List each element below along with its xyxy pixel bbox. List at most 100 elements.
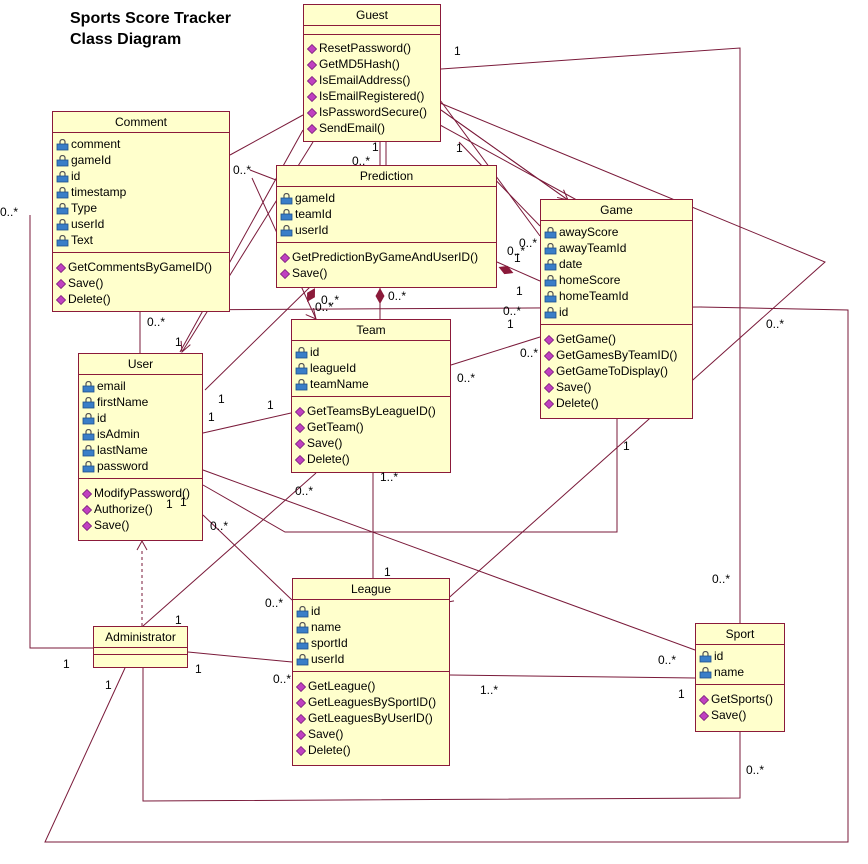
attribute-icon [699, 666, 712, 679]
composition-diamond [307, 288, 315, 302]
attribute-icon [295, 362, 308, 375]
attribute-icon [296, 637, 309, 650]
operation-row: GetLeaguesByUserID() [296, 710, 449, 726]
multiplicity-label: 1..* [480, 683, 499, 697]
multiplicity-label: 1 [180, 495, 187, 509]
operation-name: Delete() [556, 396, 599, 410]
association-line [202, 412, 292, 434]
operation-icon [82, 520, 92, 531]
operation-name: Delete() [308, 743, 351, 757]
association-line [439, 124, 596, 211]
operation-name: ResetPassword() [319, 41, 412, 55]
attribute-icon [82, 460, 95, 473]
diagram-title: Sports Score Tracker Class Diagram [70, 8, 231, 50]
operation-name: Save() [307, 436, 343, 450]
operation-name: IsEmailAddress() [319, 73, 411, 87]
operation-name: GetCommentsByGameID() [68, 260, 213, 274]
multiplicity-label: 1 [105, 678, 112, 692]
attribute-row: timestamp [56, 184, 229, 200]
operation-icon [699, 710, 709, 721]
operation-icon [544, 350, 554, 361]
operation-icon [699, 694, 709, 705]
attribute-name: timestamp [71, 185, 127, 199]
operation-name: GetTeamsByLeagueID() [307, 404, 436, 418]
operation-icon [544, 398, 554, 409]
operation-row: GetTeamsByLeagueID() [295, 403, 450, 419]
association-line [440, 47, 741, 623]
operations-section: GetSports() Save() [696, 685, 784, 727]
operation-row: Save() [544, 379, 692, 395]
operation-row: GetGameToDisplay() [544, 363, 692, 379]
operation-row: GetPredictionByGameAndUserID() [280, 249, 496, 265]
multiplicity-label: 0..* [295, 484, 314, 498]
operation-row: ResetPassword() [307, 40, 440, 56]
association-line [202, 419, 618, 533]
multiplicity-label: 0..* [0, 205, 19, 219]
attribute-name: userId [311, 652, 345, 666]
multiplicity-label: 0..* [457, 371, 476, 385]
operations-section: GetLeague()GetLeaguesBySportID()GetLeagu… [293, 672, 449, 762]
multiplicity-label: 0..* [766, 317, 785, 331]
attribute-icon [544, 290, 557, 303]
attribute-row: date [544, 256, 692, 272]
operation-icon [296, 681, 306, 692]
attribute-name: email [97, 379, 126, 393]
operation-row: Delete() [295, 451, 450, 467]
attribute-name: id [311, 604, 321, 618]
class-name: User [79, 354, 202, 375]
class-name: Prediction [277, 166, 496, 187]
operation-row: GetMD5Hash() [307, 56, 440, 72]
operation-name: GetGame() [556, 332, 617, 346]
generalization-arrowhead [136, 539, 148, 551]
multiplicity-label: 0..* [503, 304, 522, 318]
operation-row: Authorize() [82, 501, 202, 517]
attribute-icon [56, 138, 69, 151]
attribute-icon [296, 653, 309, 666]
multiplicity-label: 0..* [147, 315, 166, 329]
attribute-icon [544, 306, 557, 319]
class-name: League [293, 579, 449, 600]
multiplicity-label: 1 [623, 439, 630, 453]
multiplicity-label: 0..* [388, 289, 407, 303]
operation-name: Save() [556, 380, 592, 394]
association-line [44, 306, 849, 843]
attribute-name: userId [295, 223, 329, 237]
attribute-icon [82, 428, 95, 441]
attribute-icon [56, 218, 69, 231]
attribute-name: id [559, 305, 569, 319]
multiplicity-label: 0..* [712, 572, 731, 586]
class-administrator[interactable]: Administrator [93, 626, 188, 668]
operation-row: Delete() [56, 291, 229, 307]
operation-row: Save() [56, 275, 229, 291]
title-line-1: Sports Score Tracker [70, 10, 231, 27]
operation-icon [307, 91, 317, 102]
multiplicity-label: 0..* [520, 346, 539, 360]
multiplicity-label: 0..* [210, 519, 229, 533]
attribute-name: date [559, 257, 583, 271]
association-line [204, 286, 311, 391]
attribute-icon [82, 380, 95, 393]
attribute-row: id [295, 344, 450, 360]
attribute-icon [280, 224, 293, 237]
attribute-row: name [699, 664, 784, 680]
attribute-icon [82, 396, 95, 409]
operation-row: Delete() [296, 742, 449, 758]
attribute-icon [295, 346, 308, 359]
operation-icon [296, 745, 306, 756]
attribute-name: lastName [97, 443, 148, 457]
operation-name: Authorize() [94, 502, 153, 516]
attribute-name: Type [71, 201, 98, 215]
operation-name: GetSports() [711, 692, 774, 706]
multiplicity-label: 1 [166, 497, 173, 511]
operation-row: IsEmailRegistered() [307, 88, 440, 104]
operation-name: Save() [711, 708, 747, 722]
